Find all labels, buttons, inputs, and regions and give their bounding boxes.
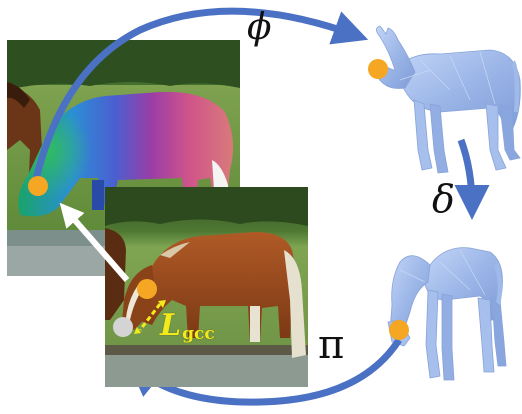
arrow-back xyxy=(59,202,130,282)
keypoint-template-mesh xyxy=(368,59,388,79)
label-pi: π xyxy=(318,322,345,368)
cycle-arrows xyxy=(30,7,490,406)
arrow-delta xyxy=(454,138,490,220)
articulated-mesh xyxy=(387,247,507,381)
keypoint-articulated-mesh xyxy=(389,320,409,340)
label-phi: ϕ xyxy=(247,7,272,48)
arrow-phi xyxy=(30,7,369,189)
top-photo xyxy=(7,40,240,276)
label-loss-gcc: Lgcc xyxy=(160,311,215,343)
bottom-photo xyxy=(105,187,308,387)
keypoint-bottom-photo xyxy=(137,279,157,299)
loss-symbol: L xyxy=(160,308,182,343)
label-delta: δ xyxy=(432,177,455,221)
gcc-dashed-arrow xyxy=(138,303,162,331)
keypoint-top-photo xyxy=(28,176,48,196)
loss-subscript: gcc xyxy=(182,324,215,344)
projected-point xyxy=(113,317,133,337)
template-mesh xyxy=(374,25,521,174)
arrow-pi xyxy=(127,338,402,406)
